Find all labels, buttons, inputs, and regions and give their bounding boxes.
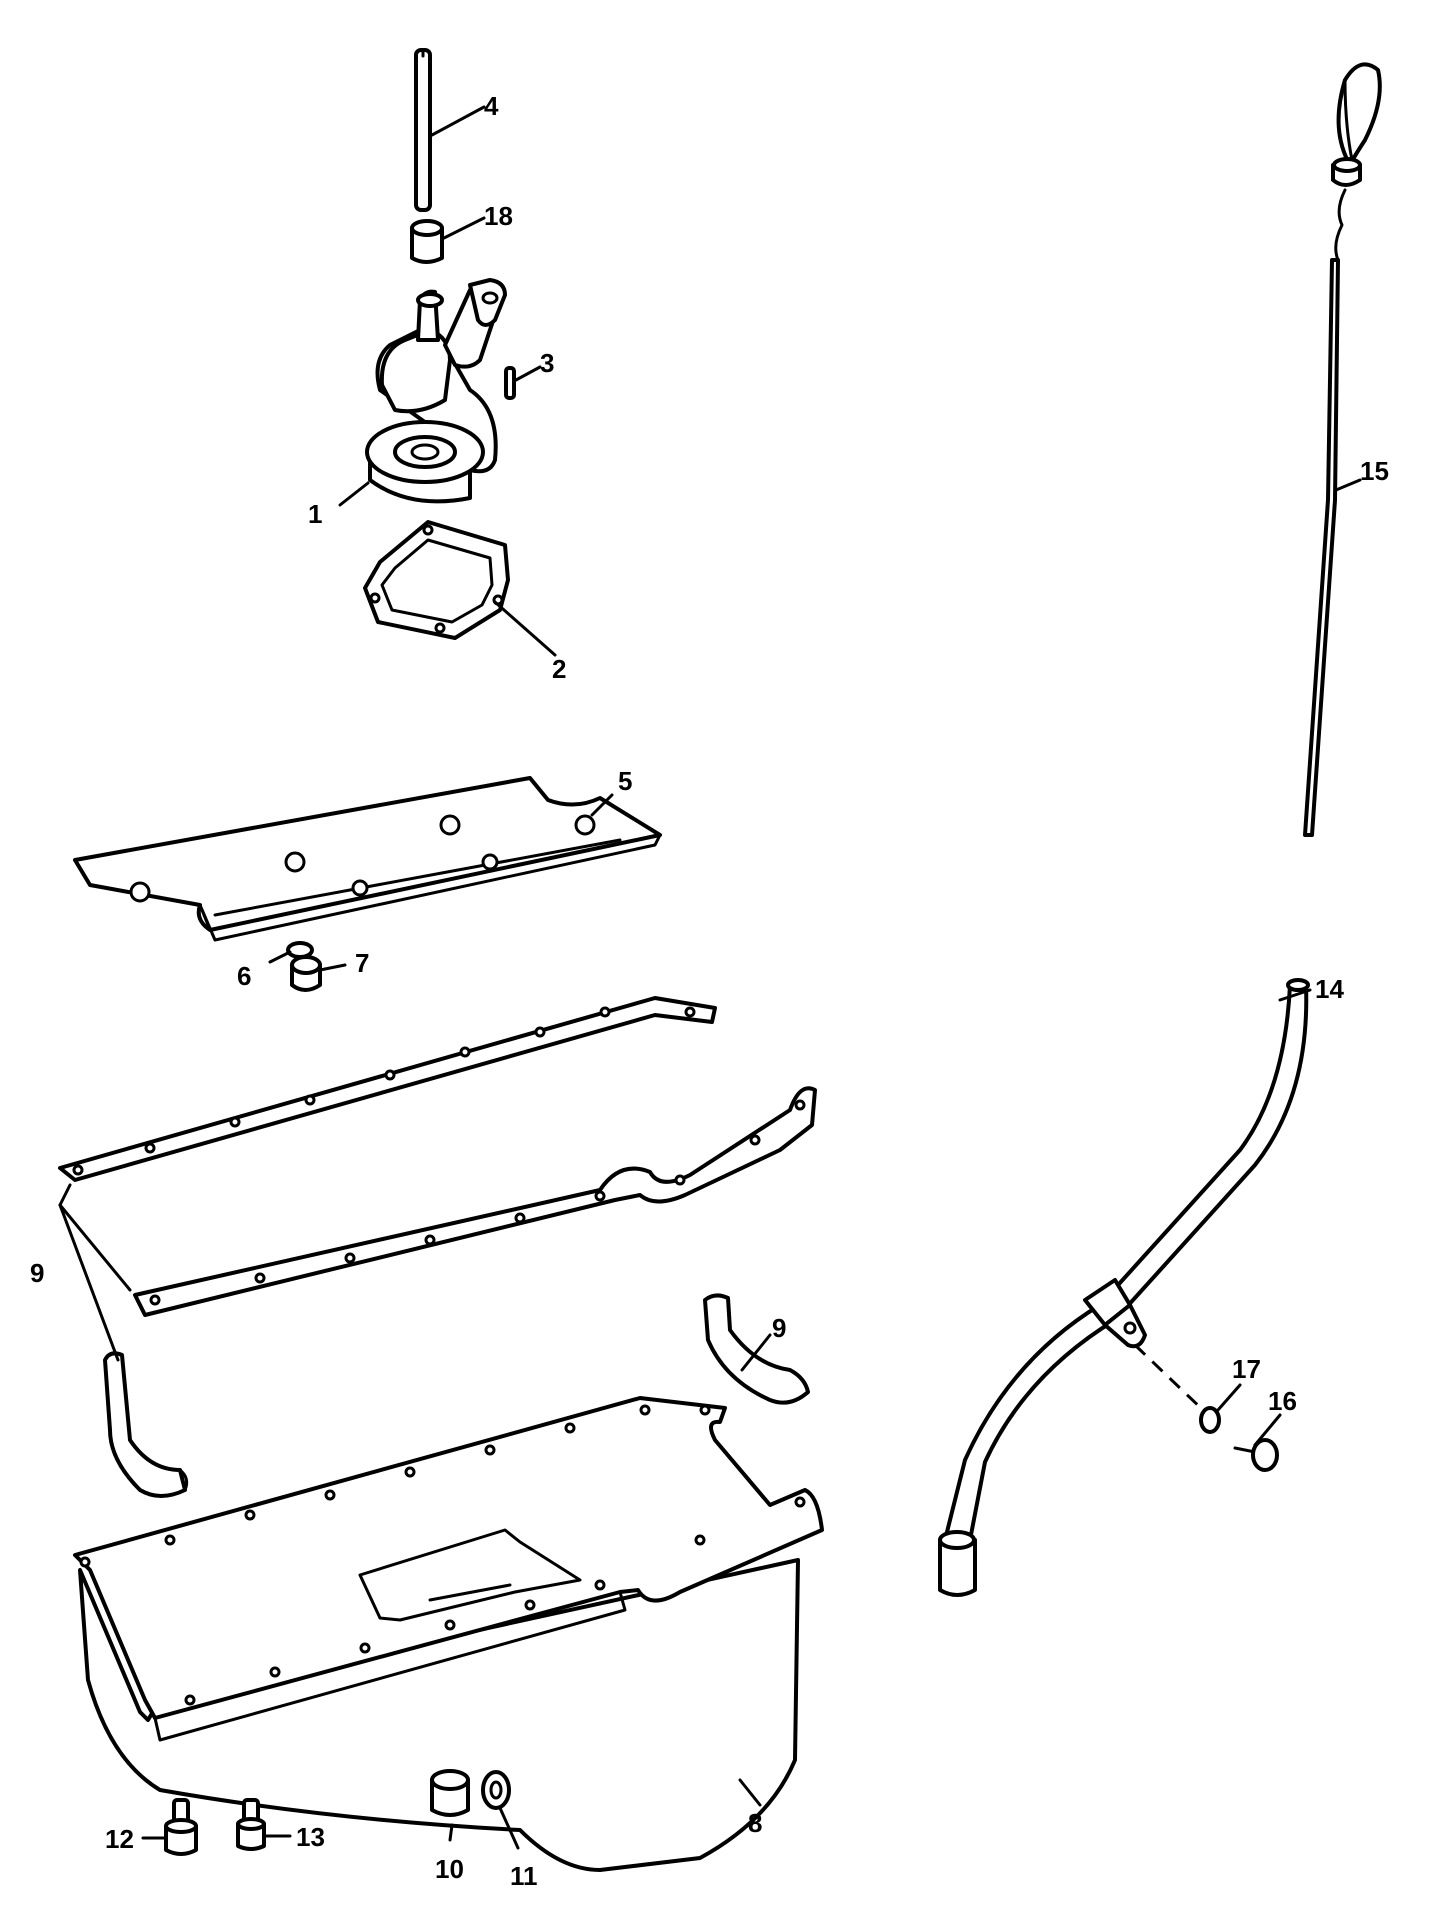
- part-7-nut: [290, 955, 322, 992]
- callout-11: 11: [510, 1861, 538, 1891]
- callout-15: 15: [1360, 456, 1389, 486]
- callout-16: 16: [1268, 1386, 1297, 1416]
- part-9-rear-seal-left: [103, 1351, 189, 1498]
- callout-9-right: 9: [772, 1313, 786, 1343]
- callout-5: 5: [618, 766, 632, 796]
- part-14-dipstick-tube: [938, 978, 1310, 1597]
- callout-1: 1: [308, 499, 322, 529]
- callout-9-left: 9: [30, 1258, 44, 1288]
- callout-18: 18: [484, 201, 513, 231]
- part-18-bushing: [410, 219, 444, 264]
- callout-10: 10: [435, 1854, 464, 1884]
- callout-14: 14: [1315, 974, 1344, 1004]
- callout-3: 3: [540, 348, 554, 378]
- part-2-gasket: [363, 520, 510, 640]
- assembly-line-clip-to-screw: [1133, 1343, 1207, 1414]
- part-12-bolt: [164, 1798, 198, 1856]
- part-11-drain-gasket: [481, 1770, 511, 1810]
- part-9-side-gasket-lower: [133, 1086, 817, 1317]
- part-1-oil-pump: [365, 278, 507, 504]
- callout-6: 6: [237, 961, 251, 991]
- part-6-washer: [286, 941, 314, 959]
- callout-2: 2: [552, 654, 566, 684]
- part-4-pickup-tube: [414, 48, 432, 212]
- part-9-side-gasket-upper: [58, 996, 717, 1182]
- part-13-bolt: [236, 1798, 266, 1851]
- part-8-oil-pan: [73, 1396, 824, 1872]
- part-9-front-seal-right: [703, 1293, 810, 1405]
- callout-17: 17: [1232, 1354, 1261, 1384]
- part-17-o-ring: [1199, 1406, 1221, 1434]
- callout-8: 8: [748, 1808, 762, 1838]
- callout-4: 4: [484, 91, 499, 121]
- leader-lines: [58, 105, 1362, 1850]
- part-16-screw: [1233, 1438, 1279, 1472]
- part-5-windage-tray: [73, 776, 662, 942]
- callout-13: 13: [296, 1822, 325, 1852]
- callout-7: 7: [355, 948, 369, 978]
- callout-12: 12: [105, 1824, 134, 1854]
- part-3-pin: [504, 366, 516, 400]
- part-10-drain-plug: [430, 1769, 470, 1817]
- part-15-dipstick: [1303, 62, 1382, 837]
